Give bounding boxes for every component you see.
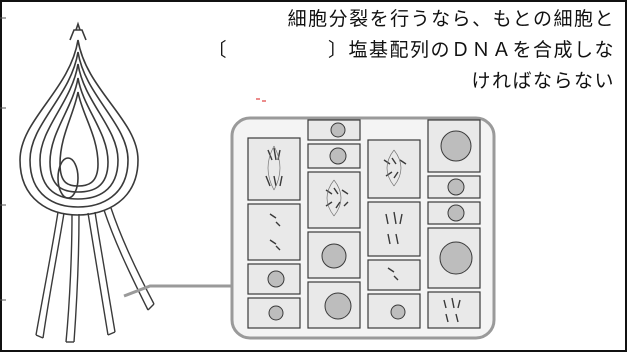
caption-line-3: ければならない [471, 70, 615, 92]
question-caption: 細胞分裂を行うなら、もとの細胞と 〔 〕塩基配列のＤＮＡを合成しな ければならない [185, 4, 615, 97]
nuclei [267, 122, 473, 321]
red-mark [256, 98, 266, 102]
caption-line-1: 細胞分裂を行うなら、もとの細胞と [287, 8, 615, 30]
chromosomes [265, 147, 461, 323]
callout-leader [123, 284, 232, 298]
left-tick-marks [0, 17, 6, 301]
caption-line-2: 〔 〕塩基配列のＤＮＡを合成しな [185, 35, 615, 66]
magnified-root-tip [230, 116, 496, 340]
spindles [267, 145, 402, 217]
onion-roots [35, 207, 155, 343]
caption-line-2-text: 〕塩基配列のＤＮＡを合成しな [327, 39, 615, 61]
bracket-open: 〔 [207, 39, 228, 61]
onion-bulb [19, 21, 139, 216]
